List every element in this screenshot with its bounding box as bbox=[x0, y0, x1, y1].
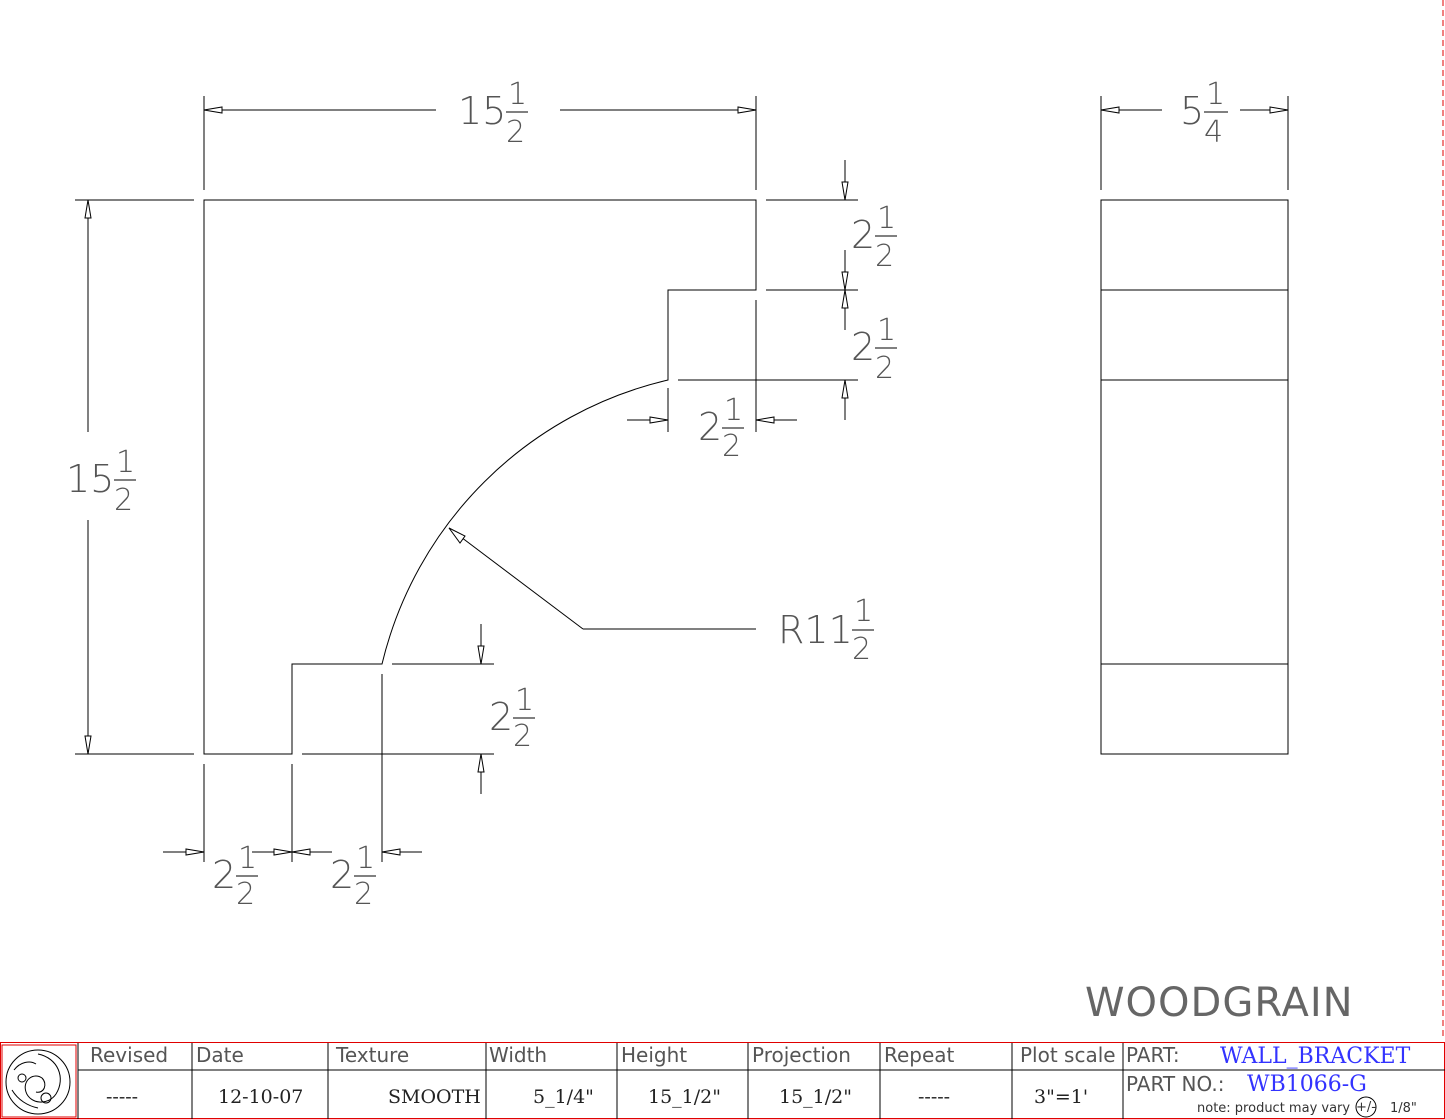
dim-right-step-width-whole: 2 bbox=[698, 405, 722, 449]
header-height: Height bbox=[621, 1043, 687, 1067]
dimension-bottom-widths: 2 1 2 2 1 2 bbox=[163, 674, 422, 912]
dim-bottom-left-width-den: 2 bbox=[236, 877, 255, 912]
value-height: 15_1/2" bbox=[648, 1086, 721, 1108]
dim-top-step-num: 1 bbox=[877, 201, 896, 236]
dimension-top-step: 2 1 2 2 1 2 bbox=[678, 160, 897, 420]
dim-right-step-width-num: 1 bbox=[724, 393, 743, 428]
value-plot-scale: 3"=1' bbox=[1034, 1086, 1088, 1108]
value-repeat: ----- bbox=[918, 1086, 950, 1108]
note-text: note: product may vary bbox=[1197, 1101, 1350, 1116]
dim-side-width-whole: 5 bbox=[1180, 89, 1204, 133]
header-repeat: Repeat bbox=[884, 1043, 955, 1067]
dim-overall-height-den: 2 bbox=[114, 483, 133, 518]
value-date: 12-10-07 bbox=[218, 1086, 303, 1108]
dim-second-step-den: 2 bbox=[875, 351, 894, 386]
dimension-right-step-width: 2 1 2 bbox=[627, 300, 797, 464]
title-block: Revised Date Texture Width Height Projec… bbox=[0, 1042, 1445, 1119]
value-width: 5_1/4" bbox=[533, 1086, 594, 1108]
dim-second-step-whole: 2 bbox=[851, 325, 875, 369]
dim-overall-height-num: 1 bbox=[116, 445, 135, 480]
part-no-value: WB1066-G bbox=[1247, 1072, 1367, 1097]
dim-second-step-num: 1 bbox=[877, 313, 896, 348]
header-projection: Projection bbox=[752, 1043, 851, 1067]
dimension-bottom-step-height: 2 1 2 bbox=[302, 624, 535, 794]
part-label: PART: bbox=[1126, 1043, 1180, 1067]
part-no-label: PART NO.: bbox=[1126, 1072, 1224, 1096]
dim-top-step-whole: 2 bbox=[851, 213, 875, 257]
tolerance-symbol-circle bbox=[1355, 1096, 1377, 1118]
dim-overall-height-whole: 15 bbox=[66, 457, 114, 501]
value-projection: 15_1/2" bbox=[779, 1086, 852, 1108]
header-revised: Revised bbox=[90, 1043, 168, 1067]
part-value: WALL_BRACKET bbox=[1220, 1044, 1411, 1069]
side-view bbox=[1100, 199, 1289, 755]
dim-overall-width-whole: 15 bbox=[458, 89, 506, 133]
note-symbol: +/- bbox=[1356, 1100, 1376, 1115]
value-texture: SMOOTH bbox=[388, 1086, 481, 1108]
dim-bottom-left-width-num: 1 bbox=[238, 841, 257, 876]
value-revised: ----- bbox=[106, 1086, 138, 1108]
dim-radius-prefix: R11 bbox=[778, 608, 853, 652]
company-logo bbox=[1, 1044, 77, 1118]
dimension-overall-width: 15 1 2 bbox=[203, 77, 757, 190]
dim-bottom-step-height-num: 1 bbox=[515, 683, 534, 718]
dim-bottom-mid-width-num: 1 bbox=[356, 841, 375, 876]
header-width: Width bbox=[489, 1043, 547, 1067]
dim-side-width-den: 4 bbox=[1204, 115, 1223, 150]
front-view-profile bbox=[203, 199, 757, 755]
dim-bottom-left-width-whole: 2 bbox=[212, 853, 236, 897]
dim-bottom-step-height-den: 2 bbox=[513, 719, 532, 754]
dimension-radius: R11 1 2 bbox=[448, 527, 874, 667]
dimension-overall-height: 15 1 2 bbox=[66, 199, 194, 755]
dim-bottom-mid-width-whole: 2 bbox=[330, 853, 354, 897]
dim-bottom-mid-width-den: 2 bbox=[354, 877, 373, 912]
header-plot-scale: Plot scale bbox=[1020, 1043, 1116, 1067]
material-label: WOODGRAIN bbox=[1085, 980, 1354, 1026]
dim-overall-width-den: 2 bbox=[506, 115, 525, 150]
dimension-side-width: 5 1 4 bbox=[1100, 77, 1289, 190]
dim-radius-num: 1 bbox=[854, 594, 873, 629]
dim-radius-den: 2 bbox=[852, 632, 871, 667]
dim-right-step-width-den: 2 bbox=[722, 429, 741, 464]
note-tolerance: 1/8" bbox=[1390, 1101, 1417, 1116]
dim-top-step-den: 2 bbox=[875, 239, 894, 274]
header-texture: Texture bbox=[335, 1043, 409, 1067]
dim-overall-width-num: 1 bbox=[508, 77, 527, 112]
dim-side-width-num: 1 bbox=[1206, 77, 1225, 112]
header-date: Date bbox=[196, 1043, 244, 1067]
dim-bottom-step-height-whole: 2 bbox=[489, 695, 513, 739]
